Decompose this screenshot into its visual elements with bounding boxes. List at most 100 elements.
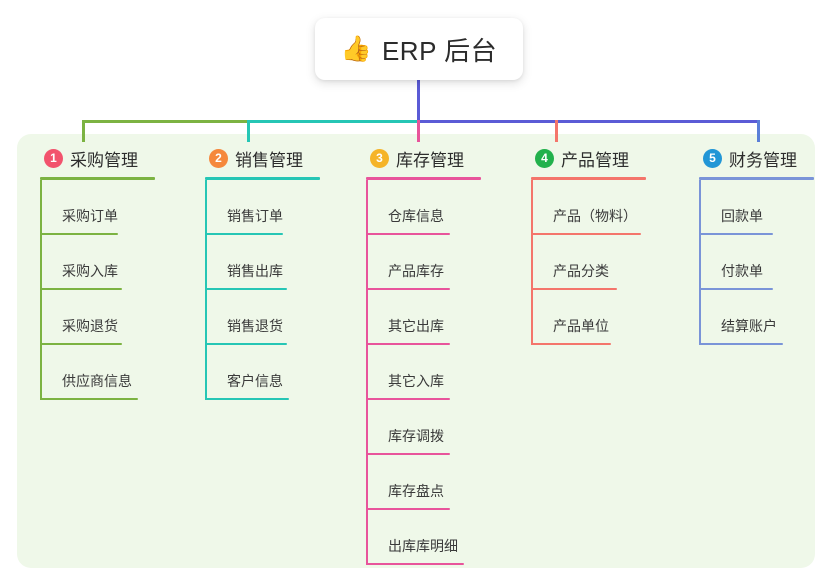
- list-item[interactable]: 付款单: [699, 235, 814, 290]
- list-item[interactable]: 采购订单: [40, 180, 155, 235]
- column-items-5: 回款单付款单结算账户: [699, 180, 814, 345]
- list-item-rule: [366, 233, 450, 235]
- list-item-rule: [40, 398, 138, 400]
- list-item[interactable]: 客户信息: [205, 345, 320, 400]
- list-item[interactable]: 产品（物料）: [531, 180, 646, 235]
- column-badge-4: 4: [535, 148, 554, 168]
- column-1: 1 采购管理采购订单采购入库采购退货供应商信息: [40, 146, 155, 400]
- list-item-label: 其它入库: [388, 373, 444, 389]
- column-title-2: 销售管理: [235, 150, 303, 170]
- connector-bus-segment-1: [82, 120, 250, 123]
- list-item-rule: [366, 508, 450, 510]
- connector-drop-2: [247, 120, 250, 142]
- column-title-1: 采购管理: [70, 150, 138, 170]
- list-item-label: 产品（物料）: [553, 208, 637, 224]
- connector-bus-segment-2: [247, 120, 420, 123]
- column-header-2[interactable]: 2 销售管理: [205, 146, 320, 170]
- list-item-rule: [205, 288, 287, 290]
- column-badge-1: 1: [44, 148, 63, 168]
- column-badge-5: 5: [703, 148, 722, 168]
- list-item[interactable]: 销售退货: [205, 290, 320, 345]
- list-item-rule: [531, 343, 611, 345]
- column-spine-2: [205, 180, 207, 400]
- list-item[interactable]: 销售出库: [205, 235, 320, 290]
- list-item-label: 销售订单: [227, 208, 283, 224]
- connector-bus-segment-4: [555, 120, 760, 123]
- column-header-rule-1: [40, 177, 155, 180]
- list-item[interactable]: 其它出库: [366, 290, 481, 345]
- list-item[interactable]: 结算账户: [699, 290, 814, 345]
- list-item-label: 客户信息: [227, 373, 283, 389]
- list-item[interactable]: 采购入库: [40, 235, 155, 290]
- list-item[interactable]: 产品分类: [531, 235, 646, 290]
- list-item-rule: [205, 398, 289, 400]
- list-item-label: 采购入库: [62, 263, 118, 279]
- list-item-rule: [699, 343, 783, 345]
- list-item-rule: [531, 288, 617, 290]
- list-item-label: 采购退货: [62, 318, 118, 334]
- list-item[interactable]: 产品库存: [366, 235, 481, 290]
- column-header-rule-5: [699, 177, 814, 180]
- list-item-rule: [366, 343, 450, 345]
- list-item-label: 回款单: [721, 208, 763, 224]
- list-item[interactable]: 库存调拨: [366, 400, 481, 455]
- column-spine-1: [40, 180, 42, 400]
- connector-root-stem: [417, 80, 420, 123]
- list-item-label: 其它出库: [388, 318, 444, 334]
- column-title-5: 财务管理: [729, 150, 797, 170]
- connector-drop-1: [82, 120, 85, 142]
- list-item-rule: [699, 233, 773, 235]
- root-node-title: ERP 后台: [381, 35, 498, 66]
- list-item-rule: [366, 563, 464, 565]
- list-item-label: 出库库明细: [388, 538, 458, 554]
- column-header-1[interactable]: 1 采购管理: [40, 146, 155, 170]
- column-header-5[interactable]: 5 财务管理: [699, 146, 814, 170]
- list-item-rule: [40, 288, 122, 290]
- column-badge-2: 2: [209, 148, 228, 168]
- column-5: 5 财务管理回款单付款单结算账户: [699, 146, 814, 345]
- thumbs-up-icon: 👍: [340, 34, 372, 63]
- connector-drop-4: [555, 120, 558, 142]
- column-items-2: 销售订单销售出库销售退货客户信息: [205, 180, 320, 400]
- list-item[interactable]: 销售订单: [205, 180, 320, 235]
- list-item-rule: [366, 398, 450, 400]
- list-item[interactable]: 供应商信息: [40, 345, 155, 400]
- list-item-rule: [366, 453, 450, 455]
- list-item[interactable]: 其它入库: [366, 345, 481, 400]
- column-header-rule-2: [205, 177, 320, 180]
- list-item[interactable]: 出库库明细: [366, 510, 481, 565]
- column-header-rule-3: [366, 177, 481, 180]
- list-item-label: 付款单: [721, 263, 763, 279]
- diagram-panel: [17, 134, 815, 568]
- column-spine-3: [366, 180, 368, 565]
- list-item-rule: [531, 233, 641, 235]
- column-items-3: 仓库信息产品库存其它出库其它入库库存调拨库存盘点出库库明细: [366, 180, 481, 565]
- list-item-rule: [40, 233, 118, 235]
- list-item-label: 产品分类: [553, 263, 609, 279]
- list-item[interactable]: 回款单: [699, 180, 814, 235]
- list-item[interactable]: 产品单位: [531, 290, 646, 345]
- list-item[interactable]: 仓库信息: [366, 180, 481, 235]
- root-node-erp-backend[interactable]: 👍 ERP 后台: [315, 18, 523, 80]
- column-2: 2 销售管理销售订单销售出库销售退货客户信息: [205, 146, 320, 400]
- list-item-rule: [699, 288, 773, 290]
- list-item-label: 结算账户: [721, 318, 777, 334]
- column-header-rule-4: [531, 177, 646, 180]
- column-items-1: 采购订单采购入库采购退货供应商信息: [40, 180, 155, 400]
- column-spine-5: [699, 180, 701, 345]
- connector-drop-3: [417, 120, 420, 142]
- column-spine-4: [531, 180, 533, 345]
- list-item-rule: [40, 343, 122, 345]
- list-item-label: 采购订单: [62, 208, 118, 224]
- list-item[interactable]: 采购退货: [40, 290, 155, 345]
- list-item[interactable]: 库存盘点: [366, 455, 481, 510]
- list-item-label: 仓库信息: [388, 208, 444, 224]
- connector-bus-segment-3: [417, 120, 558, 123]
- column-badge-3: 3: [370, 148, 389, 168]
- list-item-label: 销售退货: [227, 318, 283, 334]
- list-item-rule: [205, 343, 287, 345]
